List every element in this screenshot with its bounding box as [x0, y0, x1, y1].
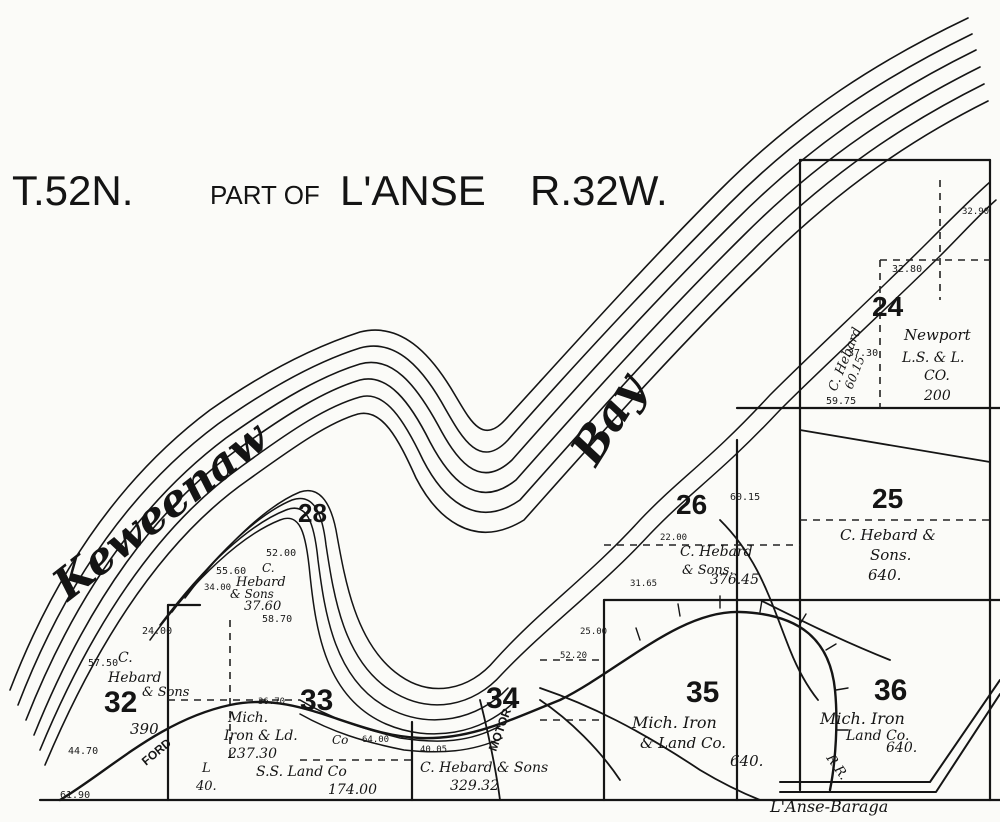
- railroad-label: R.R.: [822, 751, 851, 783]
- owner-35-line2: & Land Co.: [640, 734, 726, 752]
- lot-value: 34.00: [204, 583, 231, 593]
- owner-28-line3: & Sons: [230, 587, 274, 601]
- lot-value: 40.05: [420, 745, 447, 755]
- owner-32-line3: & Sons: [142, 685, 190, 700]
- map-header: T.52N. PART OF L'ANSE R.32W.: [12, 167, 668, 214]
- lot-value: 55.60: [216, 566, 246, 577]
- lot-value: 57.50: [88, 658, 118, 669]
- section-number-24: 24: [872, 291, 904, 322]
- section-numbers: 24 25 26 28 32 33 34 35 36: [104, 291, 907, 719]
- owner-28-line1: C.: [262, 561, 275, 575]
- owner-ss-land: S.S. Land Co: [256, 764, 347, 780]
- owner-32-line2: Hebard: [107, 670, 161, 686]
- owner-36-line1: Mich. Iron: [819, 709, 905, 728]
- acres-ss-land: 174.00: [328, 782, 377, 798]
- owner-26-line2: & Sons.: [682, 563, 734, 578]
- lot-value: 58.70: [262, 614, 292, 625]
- lot-value: 61.90: [60, 790, 90, 801]
- section-number-28: 28: [298, 498, 327, 528]
- section-number-25: 25: [872, 483, 903, 514]
- acres-24: 200: [923, 388, 951, 404]
- lanse-baraga-label: L'Anse-Baraga: [769, 797, 888, 816]
- section-number-34: 34: [486, 682, 520, 715]
- railroad-line: [58, 610, 838, 802]
- owner-34: C. Hebard & Sons: [420, 760, 548, 776]
- lot-lines: [168, 180, 990, 761]
- section-number-32: 32: [104, 686, 137, 719]
- lot-value: 64.00: [362, 735, 389, 745]
- range-label: R.32W.: [530, 167, 668, 214]
- owner-33-line1: Mich.: [227, 710, 268, 726]
- owner-25-line1: C. Hebard &: [840, 526, 936, 544]
- owner-25-line2: Sons.: [870, 546, 911, 564]
- owner-33-line3: Co: [332, 733, 348, 747]
- lot-value: 36.70: [258, 697, 285, 707]
- lot-value: 52.00: [266, 548, 296, 559]
- acres-32: 390: [130, 720, 159, 738]
- bay-name-bay: Bay: [558, 362, 657, 476]
- railroad-ticks: [635, 595, 849, 731]
- owner-24-line1: Newport: [903, 326, 972, 344]
- inner-shore-contours: [149, 181, 997, 753]
- acres-34: 329.32: [450, 778, 499, 794]
- owner-24-line2: L.S. & L.: [901, 350, 964, 366]
- lanse-baraga-road: [779, 679, 1000, 793]
- wagon-roads: [479, 429, 991, 801]
- lot-value: 60.15: [730, 492, 760, 503]
- bay-contour-lines: [9, 17, 989, 766]
- lot-value: 32.80: [892, 264, 922, 275]
- owner-24-line3: CO.: [924, 368, 950, 384]
- section-grid: [38, 158, 1000, 802]
- acres-35: 640.: [730, 752, 763, 770]
- acres-33: 237.30: [227, 746, 277, 762]
- lot-value: 44.70: [68, 746, 98, 757]
- township-label: T.52N.: [12, 167, 133, 214]
- lot-value: 59.75: [826, 396, 856, 407]
- lot-value: 52.20: [560, 651, 587, 661]
- lot-value-labels: 32.90 32.80 37.30 59.75 60.15 31.65 55.6…: [60, 207, 989, 801]
- section-number-26: 26: [676, 489, 707, 520]
- acres-l-lot: 40.: [195, 779, 217, 794]
- owner-35-line1: Mich. Iron: [631, 713, 717, 732]
- acres-25: 640.: [868, 566, 901, 584]
- acres-36: 640.: [886, 740, 917, 756]
- acres-26: 376.45: [710, 572, 759, 588]
- section-number-36: 36: [874, 674, 907, 707]
- acres-28: 37.60: [244, 599, 281, 614]
- lot-value: 24.00: [142, 626, 172, 637]
- lot-value: 22.00: [660, 533, 687, 543]
- owner-26-line1: C. Hebard: [680, 544, 753, 560]
- section-number-35: 35: [686, 676, 719, 709]
- owner-36-line2: Land Co.: [845, 728, 909, 744]
- owner-28-line2: Hebard: [235, 575, 286, 590]
- section-number-33: 33: [300, 684, 333, 717]
- place-name: L'ANSE: [340, 167, 486, 214]
- lot-value: 37.30: [848, 348, 878, 359]
- lot-value: 32.90: [962, 207, 989, 217]
- owner-33-line2: Iron & Ld.: [223, 728, 298, 744]
- owner-l-lot: L: [201, 761, 211, 776]
- part-of-label: PART OF: [210, 180, 320, 210]
- owner-32-line1: C.: [118, 650, 133, 666]
- lot-value: 31.65: [630, 579, 657, 589]
- lot-value: 25.00: [580, 627, 607, 637]
